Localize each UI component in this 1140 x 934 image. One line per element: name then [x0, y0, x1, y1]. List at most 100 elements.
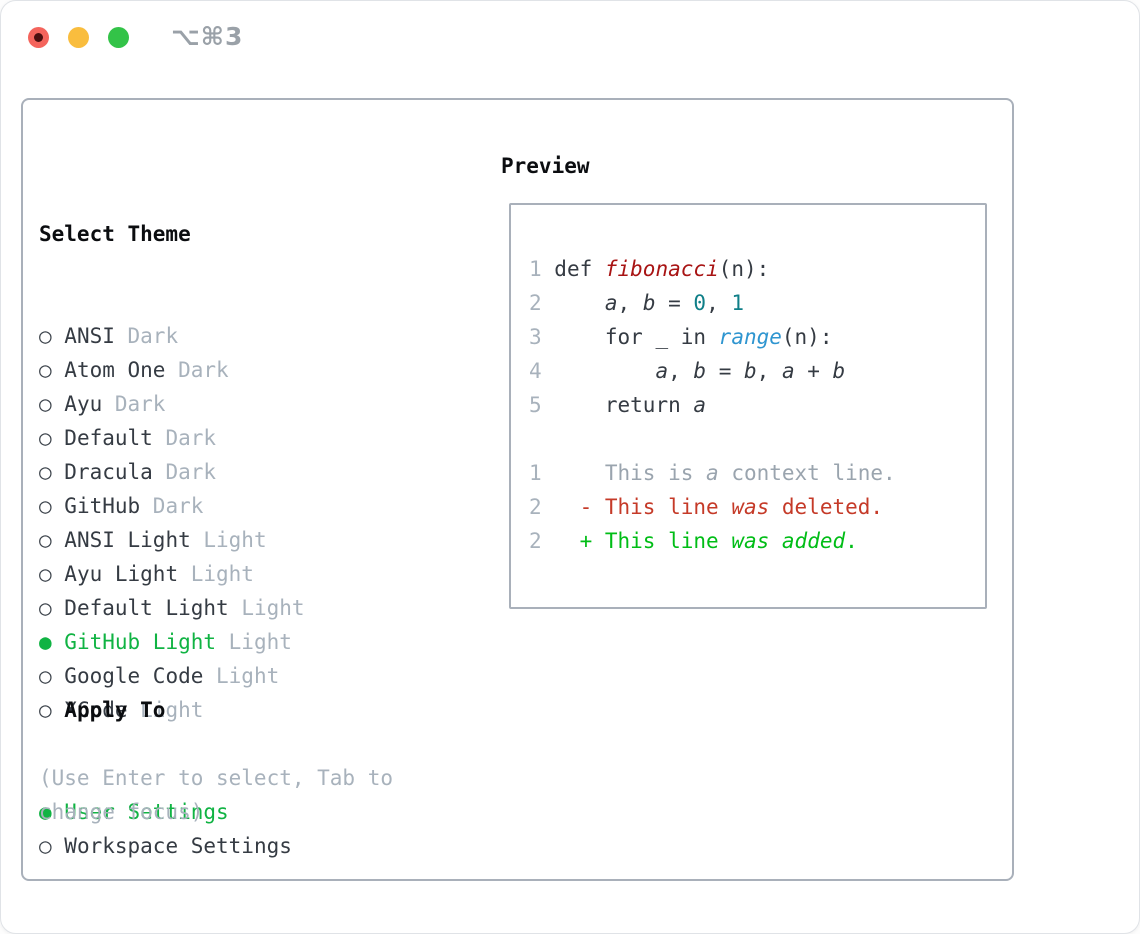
radio-icon: ○ [39, 494, 65, 518]
code-line: 1 def fibonacci(n): [529, 252, 896, 286]
apply-option[interactable]: ○ Workspace Settings [39, 829, 292, 863]
theme-variant: Dark [165, 358, 229, 382]
code-token: , [617, 291, 643, 315]
code-token: (n): [781, 325, 833, 349]
theme-name: Ayu [64, 392, 103, 416]
radio-icon: ○ [39, 562, 65, 586]
theme-option[interactable]: ○ GitHub Dark [39, 489, 305, 523]
line-number: 2 [529, 495, 555, 519]
theme-option[interactable]: ● GitHub Light Light [39, 625, 305, 659]
line-number: 1 [529, 461, 555, 485]
code-token: 1 [731, 291, 745, 315]
theme-option[interactable]: ○ Dracula Dark [39, 455, 305, 489]
theme-list-title: Select Theme [39, 222, 191, 246]
code-token [769, 529, 782, 553]
code-token: b [642, 291, 656, 315]
theme-option[interactable]: ○ ANSI Light Light [39, 523, 305, 557]
theme-name: Ayu Light [64, 562, 179, 586]
code-token: + [794, 359, 833, 383]
code-token: , [668, 359, 694, 383]
theme-name: GitHub [64, 494, 141, 518]
theme-list-header: Select Theme [39, 217, 305, 251]
titlebar [28, 27, 129, 48]
theme-option[interactable]: ○ Google Code Light [39, 659, 305, 693]
hint-text: (Use Enter to select, Tab to change focu… [39, 766, 394, 824]
code-line: 2 a, b = 0, 1 [529, 286, 896, 320]
line-number: 2 [529, 291, 555, 315]
theme-name: Dracula [64, 460, 153, 484]
code-line: 1 This is a context line. [529, 456, 896, 490]
theme-list: Select Theme ○ ANSI Dark○ Atom One Dark○… [39, 149, 305, 727]
apply-to-section: Apply To ● User Settings○ Workspace Sett… [39, 625, 292, 863]
theme-name: GitHub Light [64, 630, 217, 654]
theme-variant: Dark [152, 426, 217, 450]
code-token: b [693, 359, 707, 383]
theme-variant: Light [178, 562, 254, 586]
theme-variant: Dark [140, 494, 204, 518]
radio-selected-icon: ● [39, 630, 65, 654]
radio-icon: ○ [39, 698, 65, 722]
code-token: (n): [718, 257, 770, 281]
apply-to-header: Apply To [39, 693, 292, 727]
theme-variant: Dark [102, 392, 166, 416]
zoom-button[interactable] [108, 27, 129, 48]
radio-icon: ○ [39, 596, 65, 620]
code-token: This is [554, 461, 707, 485]
code-line: 3 for _ in range(n): [529, 320, 896, 354]
code-token [554, 291, 605, 315]
code-token: deleted. [769, 495, 884, 519]
theme-option[interactable]: ○ Default Dark [39, 421, 305, 455]
code-token: fibonacci [604, 257, 719, 281]
close-button[interactable] [28, 27, 49, 48]
theme-option[interactable]: ○ Ayu Light Light [39, 557, 305, 591]
radio-icon: ○ [39, 358, 65, 382]
radio-icon: ○ [39, 426, 65, 450]
theme-option[interactable]: ○ Default Light Light [39, 591, 305, 625]
minimize-button[interactable] [68, 27, 89, 48]
code-token: 0 [693, 291, 707, 315]
theme-variant: Dark [152, 460, 217, 484]
code-token: a [706, 461, 719, 485]
code-token: was [731, 529, 770, 553]
line-number [529, 427, 554, 451]
code-token: = [655, 291, 694, 315]
code-token: + This line [554, 529, 732, 553]
theme-name: Default Light [64, 596, 229, 620]
radio-icon: ○ [39, 392, 65, 416]
code-token: . [845, 529, 858, 553]
line-number: 2 [529, 529, 555, 553]
theme-option[interactable]: ○ Atom One Dark [39, 353, 305, 387]
line-number: 3 [529, 325, 555, 349]
code-token: , [706, 291, 732, 315]
theme-option[interactable]: ○ Ayu Dark [39, 387, 305, 421]
code-token: added [781, 529, 846, 553]
theme-option[interactable]: ○ XCode Light [39, 693, 305, 727]
code-token: for _ in [554, 325, 719, 349]
radio-icon: ○ [39, 324, 65, 348]
code-token: range [718, 325, 782, 349]
theme-variant: Light [127, 698, 204, 722]
preview-title: Preview [501, 154, 590, 178]
code-token: return [554, 393, 694, 417]
code-line: 2 - This line was deleted. [529, 490, 896, 524]
theme-variant: Light [190, 528, 267, 552]
theme-variant: Light [228, 596, 305, 620]
window-shortcut-label: ⌥⌘3 [171, 22, 244, 51]
theme-option[interactable]: ○ ANSI Dark [39, 319, 305, 353]
apply-option-label: Workspace Settings [64, 834, 292, 858]
code-token [554, 359, 655, 383]
theme-name: ANSI [64, 324, 115, 348]
code-line: 4 a, b = b, a + b [529, 354, 896, 388]
theme-name: ANSI Light [64, 528, 191, 552]
code-line: 5 return a [529, 388, 896, 422]
line-number: 5 [529, 393, 555, 417]
code-token: was [731, 495, 770, 519]
line-number: 4 [529, 359, 555, 383]
close-indicator-dot [34, 33, 43, 42]
apply-option[interactable]: ● User Settings [39, 795, 292, 829]
radio-icon: ○ [39, 664, 65, 688]
code-token: - This line [554, 495, 732, 519]
apply-to-indent [39, 698, 64, 722]
